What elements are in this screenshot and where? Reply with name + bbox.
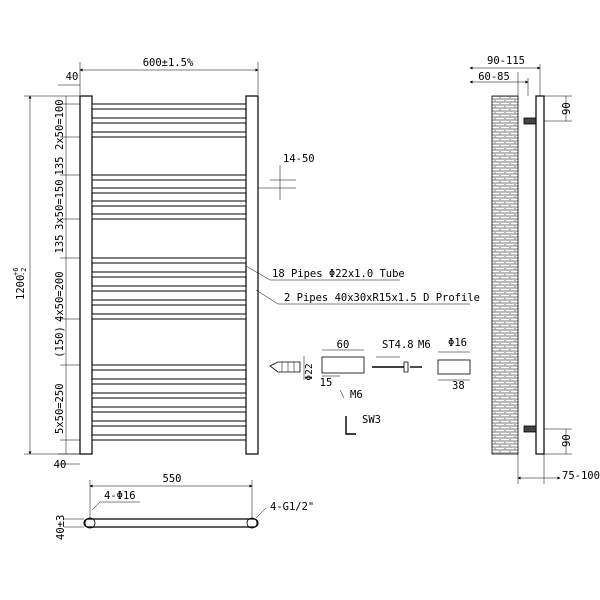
wall-hatch	[491, 95, 519, 455]
group-4-dim: 5x50=250	[54, 383, 66, 434]
bottom-width-label: 550	[163, 473, 182, 485]
tube-group-3	[91, 257, 247, 320]
side-bracket-bottom-dim: 90	[561, 434, 573, 447]
bracket	[321, 356, 365, 374]
right-rail	[245, 95, 259, 455]
tube-group-2	[91, 174, 247, 220]
key-label: SW3	[362, 414, 381, 426]
bracket-thread-label: M6	[350, 389, 363, 401]
screw-label: ST4.8	[382, 339, 414, 351]
bottom-holes-label: 4-Φ16	[104, 490, 136, 502]
bottom-view: 550 4-Φ16 4-G1/2" 40±3	[55, 473, 314, 540]
group-3-dim: 4x50=200	[54, 271, 66, 322]
offset-small-label: 14-50	[283, 153, 315, 165]
front-view: 600±1.5% 40	[12, 57, 480, 471]
side-top-outer: 90-115	[487, 55, 525, 67]
width-dim-label: 600±1.5%	[143, 57, 194, 69]
tube-group-1	[91, 103, 247, 138]
group-2-dim: 3x50=150	[54, 179, 66, 230]
wall-plug	[269, 361, 301, 373]
gap-1-dim: 135	[54, 157, 66, 176]
cap-len-label: 38	[452, 380, 465, 392]
top-offset-label: 40	[66, 71, 79, 83]
side-rail	[535, 95, 545, 455]
tube-group-4	[91, 364, 247, 441]
bottom-offset-label: 40	[54, 459, 67, 471]
cap-dia-label: Φ16	[448, 337, 467, 349]
gap-3-dim: (150)	[54, 326, 66, 358]
gap-2-dim: 135	[54, 235, 66, 254]
bottom-profile	[83, 518, 259, 528]
bracket-top	[523, 117, 537, 125]
plug-dia-label: Φ22	[304, 363, 315, 380]
cap	[437, 359, 471, 375]
height-tol-lower: -2	[20, 268, 28, 276]
bracket-bottom	[523, 425, 537, 433]
allen-key	[345, 416, 356, 435]
bolt-label: M6	[418, 339, 431, 351]
bottom-thread-label: 4-G1/2"	[270, 501, 314, 513]
height-dim-label: 1200	[15, 275, 27, 300]
fixing-kit: Φ22 60 15 M6 ST4.8 M6 Φ16 38 SW3	[269, 337, 471, 435]
side-top-inner: 60-85	[478, 71, 510, 83]
bracket-off-label: 15	[320, 377, 333, 389]
side-bottom-dim: 75-100	[562, 470, 600, 482]
group-1-dim: 2x50=100	[54, 99, 66, 150]
bottom-depth-label: 40±3	[55, 515, 67, 540]
side-view: 90-115 60-85 90 90 75-100	[469, 55, 600, 484]
callout-profile: 2 Pipes 40x30xR15x1.5 D Profile	[284, 292, 480, 304]
left-rail	[79, 95, 93, 455]
height-tol-upper: +6	[12, 268, 20, 276]
side-bracket-top-dim: 90	[561, 102, 573, 115]
callout-tube: 18 Pipes Φ22x1.0 Tube	[272, 268, 405, 280]
bracket-len-label: 60	[337, 339, 350, 351]
